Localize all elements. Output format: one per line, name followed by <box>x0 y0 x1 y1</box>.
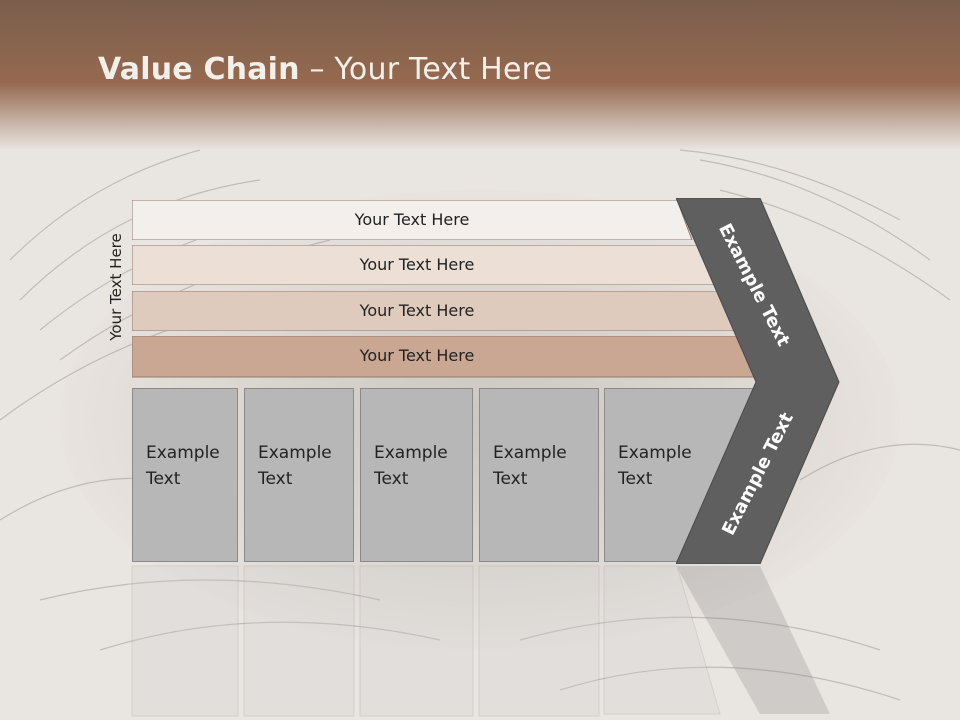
row-label: Your Text Here <box>359 301 475 320</box>
side-label: Your Text Here <box>107 233 125 341</box>
title-bold: Value Chain <box>98 52 300 87</box>
header-bar <box>0 0 960 150</box>
slide-title: Value Chain – Your Text Here <box>98 52 552 87</box>
row-label: Your Text Here <box>354 210 470 229</box>
row-label: Your Text Here <box>359 346 475 365</box>
title-rest: – Your Text Here <box>299 52 553 87</box>
value-chevron <box>676 198 846 564</box>
row-label: Your Text Here <box>359 255 475 274</box>
